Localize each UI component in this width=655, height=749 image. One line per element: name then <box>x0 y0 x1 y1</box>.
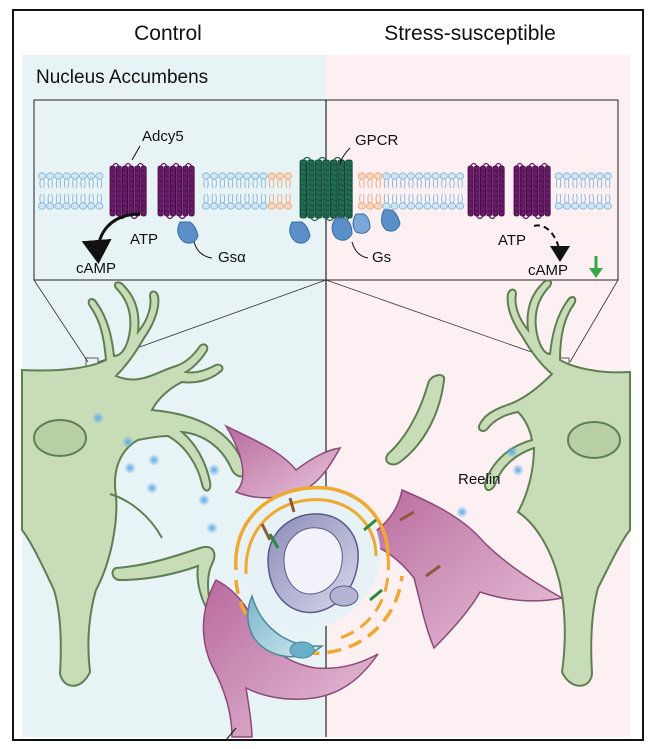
green-down-arrow-icon <box>589 256 603 278</box>
gs-protein-left <box>177 221 199 244</box>
dendrite-fragment-right <box>385 374 446 466</box>
camp-right-label: cAMP <box>528 262 568 279</box>
lipid-bilayer <box>38 172 612 210</box>
gs-label: Gs <box>372 249 391 266</box>
atp-left-label: ATP <box>130 231 158 248</box>
region-label: Nucleus Accumbens <box>36 67 208 88</box>
gpcr-receptor <box>299 156 353 222</box>
zoom-line <box>33 279 89 363</box>
myelinated-axon <box>234 485 404 659</box>
adcy5-left <box>109 162 195 220</box>
stress-title: Stress-susceptible <box>384 22 556 45</box>
reelin-label: Reelin <box>458 471 501 488</box>
gsa-label: Gsα <box>218 249 246 266</box>
control-title: Control <box>134 22 202 45</box>
neuron-left <box>21 281 246 687</box>
neuron-right <box>478 279 631 687</box>
camp-left-label: cAMP <box>76 260 116 277</box>
adcy5-right <box>467 162 551 220</box>
nucleus-left <box>33 419 87 457</box>
gpcr-label: GPCR <box>355 132 399 149</box>
atp-to-camp-arrow-left <box>81 212 141 264</box>
zoom-line <box>569 279 619 363</box>
reelin-dots <box>92 412 524 534</box>
adcy5-label: Adcy5 <box>142 128 184 145</box>
atp-to-camp-arrow-right <box>533 224 570 262</box>
zoom-line <box>325 279 561 363</box>
nucleus-right <box>567 421 621 459</box>
reelin-connectors <box>260 497 441 602</box>
gs-protein-center <box>289 209 401 244</box>
atp-right-label: ATP <box>498 232 526 249</box>
